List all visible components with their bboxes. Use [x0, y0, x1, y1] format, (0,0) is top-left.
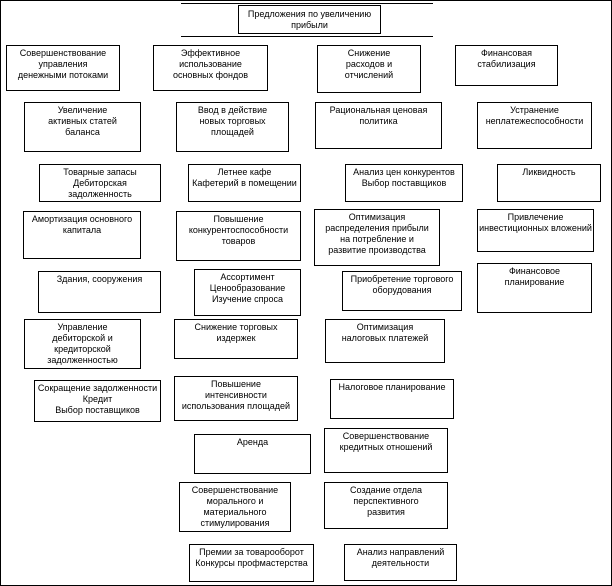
box-new-retail-space: Ввод в действие новых торговых площадей	[176, 102, 289, 152]
box-incentives-improvement: Совершенствование морального и материаль…	[179, 482, 291, 532]
box-assortment-pricing: Ассортимент Ценообразование Изучение спр…	[194, 269, 301, 316]
box-summer-cafe: Летнее кафе Кафетерий в помещении	[188, 164, 301, 202]
title-bottom-rule	[181, 36, 433, 37]
box-financial-stabilization: Финансовая стабилизация	[455, 45, 558, 86]
box-financial-planning: Финансовое планирование	[477, 263, 592, 313]
box-equipment-purchase: Приобретение торгового оборудования	[342, 271, 462, 311]
box-space-intensity: Повышение интенсивности использования пл…	[174, 376, 298, 421]
box-buildings-structures: Здания, сооружения	[38, 271, 161, 313]
box-inventory-receivables: Товарные запасы Дебиторская задолженност…	[39, 164, 161, 202]
box-rent: Аренда	[194, 434, 311, 474]
box-tax-planning: Налоговое планирование	[330, 379, 454, 419]
box-turnover-bonuses: Премии за товарооборот Конкурсы профмаст…	[189, 544, 314, 582]
box-credit-relations: Совершенствование кредитных отношений	[324, 428, 448, 473]
box-investment-attraction: Привлечение инвестиционных вложений	[477, 209, 594, 252]
title-top-rule	[181, 3, 433, 4]
box-development-department: Создание отдела перспективного развития	[324, 482, 448, 529]
box-cost-reduction: Снижение расходов и отчислений	[317, 45, 421, 93]
box-liquidity: Ликвидность	[497, 164, 601, 202]
box-capital-depreciation: Амортизация основного капитала	[23, 211, 141, 259]
box-debt-reduction: Сокращение задолженности Кредит Выбор по…	[34, 380, 161, 422]
box-rational-pricing: Рациональная ценовая политика	[315, 102, 442, 149]
box-trade-costs-reduction: Снижение торговых издержек	[174, 319, 298, 359]
box-competitor-price-analysis: Анализ цен конкурентов Выбор поставщиков	[345, 164, 463, 202]
box-product-competitiveness: Повышение конкурентоспособности товаров	[176, 211, 301, 261]
box-activity-analysis: Анализ направлений деятельности	[344, 544, 457, 581]
box-receivables-payables-management: Управление дебиторской и кредиторской за…	[24, 319, 141, 369]
box-insolvency-elimination: Устранение неплатежеспособности	[477, 102, 592, 149]
box-active-balance-items: Увеличение активных статей баланса	[24, 102, 141, 152]
box-fixed-assets-use: Эффективное использование основных фондо…	[153, 45, 268, 91]
box-tax-payments-optimization: Оптимизация налоговых платежей	[325, 319, 445, 363]
box-title: Предложения по увеличению прибыли	[238, 5, 381, 34]
box-cash-flow-management: Совершенствование управления денежными п…	[6, 45, 120, 91]
box-profit-distribution: Оптимизация распределения прибыли на пот…	[314, 209, 440, 266]
